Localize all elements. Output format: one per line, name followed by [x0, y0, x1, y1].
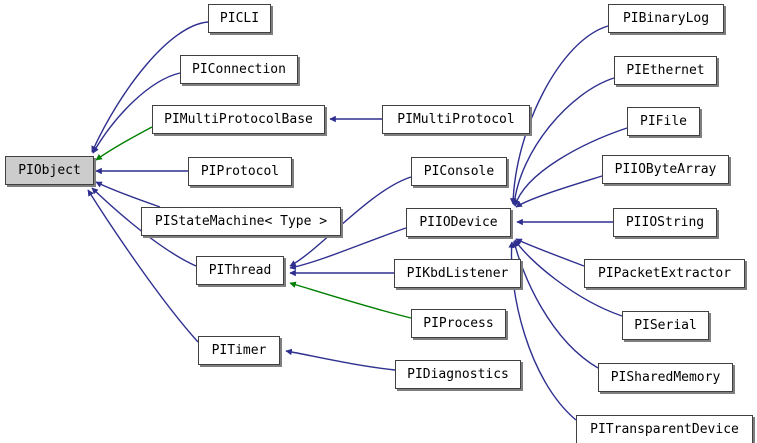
edge-piiobytearray-to-piiodevice	[515, 175, 603, 208]
class-node-label: PIIOString	[625, 215, 705, 230]
edge-pistatemachine-to-piobject	[95, 181, 161, 208]
class-node-label: PIThread	[208, 263, 272, 278]
edge-pipacketextractor-to-piiodevice	[515, 238, 585, 267]
edge-pidiagnostics-to-pitimer	[285, 348, 396, 371]
edge-pitimer-to-piobject	[87, 189, 199, 343]
edge-piiodevice-to-pithread	[289, 227, 407, 271]
class-node-label: PIIODevice	[419, 215, 498, 230]
class-node-piprotocol[interactable]: PIProtocol	[188, 157, 292, 186]
class-node-label: PIConsole	[423, 164, 495, 179]
class-node-label: PIProtocol	[200, 164, 280, 179]
class-node-label: PIBinaryLog	[622, 11, 710, 26]
edge-picli-to-piobject	[91, 21, 209, 153]
class-node-piobject[interactable]: PIObject	[5, 156, 94, 185]
edge-piconsole-to-pithread	[289, 176, 412, 267]
edge-pifile-to-piiodevice	[513, 127, 628, 207]
class-node-label: PISharedMemory	[610, 370, 721, 385]
class-node-piethernet[interactable]: PIEthernet	[614, 56, 717, 85]
class-node-label: PIIOByteArray	[614, 162, 717, 177]
class-node-pisharedmemory[interactable]: PISharedMemory	[598, 363, 733, 392]
class-node-label: PIStateMachine< Type >	[154, 214, 328, 229]
class-node-label: PIPacketExtractor	[597, 266, 732, 281]
class-node-pikbdlistener[interactable]: PIKbdListener	[394, 259, 521, 288]
edge-piethernet-to-piiodevice	[511, 77, 615, 206]
class-node-pitransparentdevice[interactable]: PITransparentDevice	[576, 415, 753, 443]
class-node-label: PICLI	[219, 11, 260, 26]
class-node-label: PIObject	[18, 163, 81, 178]
edge-piconnection-to-piobject	[92, 72, 181, 154]
class-node-label: PIDiagnostics	[407, 367, 509, 382]
class-node-pimultiprotocolbase[interactable]: PIMultiProtocolBase	[152, 105, 325, 134]
class-node-label: PIProcess	[423, 316, 494, 331]
class-node-piserial[interactable]: PISerial	[622, 311, 709, 340]
edge-pibinarylog-to-piiodevice	[509, 25, 609, 205]
class-node-label: PISerial	[634, 318, 697, 333]
edge-pitransparentdevice-to-piiodevice	[508, 241, 577, 421]
edge-pisharedmemory-to-piiodevice	[512, 240, 599, 369]
class-node-piiodevice[interactable]: PIIODevice	[406, 208, 511, 237]
class-node-label: PIMultiProtocol	[397, 112, 515, 127]
class-node-piconnection[interactable]: PIConnection	[180, 55, 298, 84]
class-node-label: PIEthernet	[626, 63, 705, 78]
class-node-label: PITimer	[211, 343, 267, 358]
class-node-pidiagnostics[interactable]: PIDiagnostics	[395, 360, 521, 389]
class-node-label: PIMultiProtocolBase	[164, 112, 313, 127]
class-node-picli[interactable]: PICLI	[208, 4, 271, 33]
class-node-piconsole[interactable]: PIConsole	[411, 157, 507, 186]
class-node-piiobytearray[interactable]: PIIOByteArray	[602, 155, 729, 184]
class-node-piprocess[interactable]: PIProcess	[411, 309, 506, 338]
class-node-piiostring[interactable]: PIIOString	[613, 208, 717, 237]
class-node-label: PIConnection	[192, 62, 286, 77]
edge-pimultiprotocolbase-to-piobject	[95, 126, 153, 161]
edge-pithread-to-piobject	[91, 187, 197, 267]
class-node-pifile[interactable]: PIFile	[627, 107, 700, 136]
class-node-label: PIFile	[640, 114, 687, 129]
class-node-pithread[interactable]: PIThread	[196, 256, 284, 285]
class-node-label: PIKbdListener	[406, 266, 509, 281]
class-node-pistatemachine[interactable]: PIStateMachine< Type >	[141, 207, 341, 236]
class-node-pitimer[interactable]: PITimer	[198, 336, 280, 365]
edge-piserial-to-piiodevice	[514, 239, 623, 317]
class-node-pibinarylog[interactable]: PIBinaryLog	[608, 4, 724, 33]
class-node-label: PITransparentDevice	[590, 422, 739, 437]
edge-piprocess-to-pithread	[289, 281, 412, 319]
class-node-pimultiprotocol[interactable]: PIMultiProtocol	[382, 105, 530, 134]
class-node-pipacketextractor[interactable]: PIPacketExtractor	[584, 259, 745, 288]
